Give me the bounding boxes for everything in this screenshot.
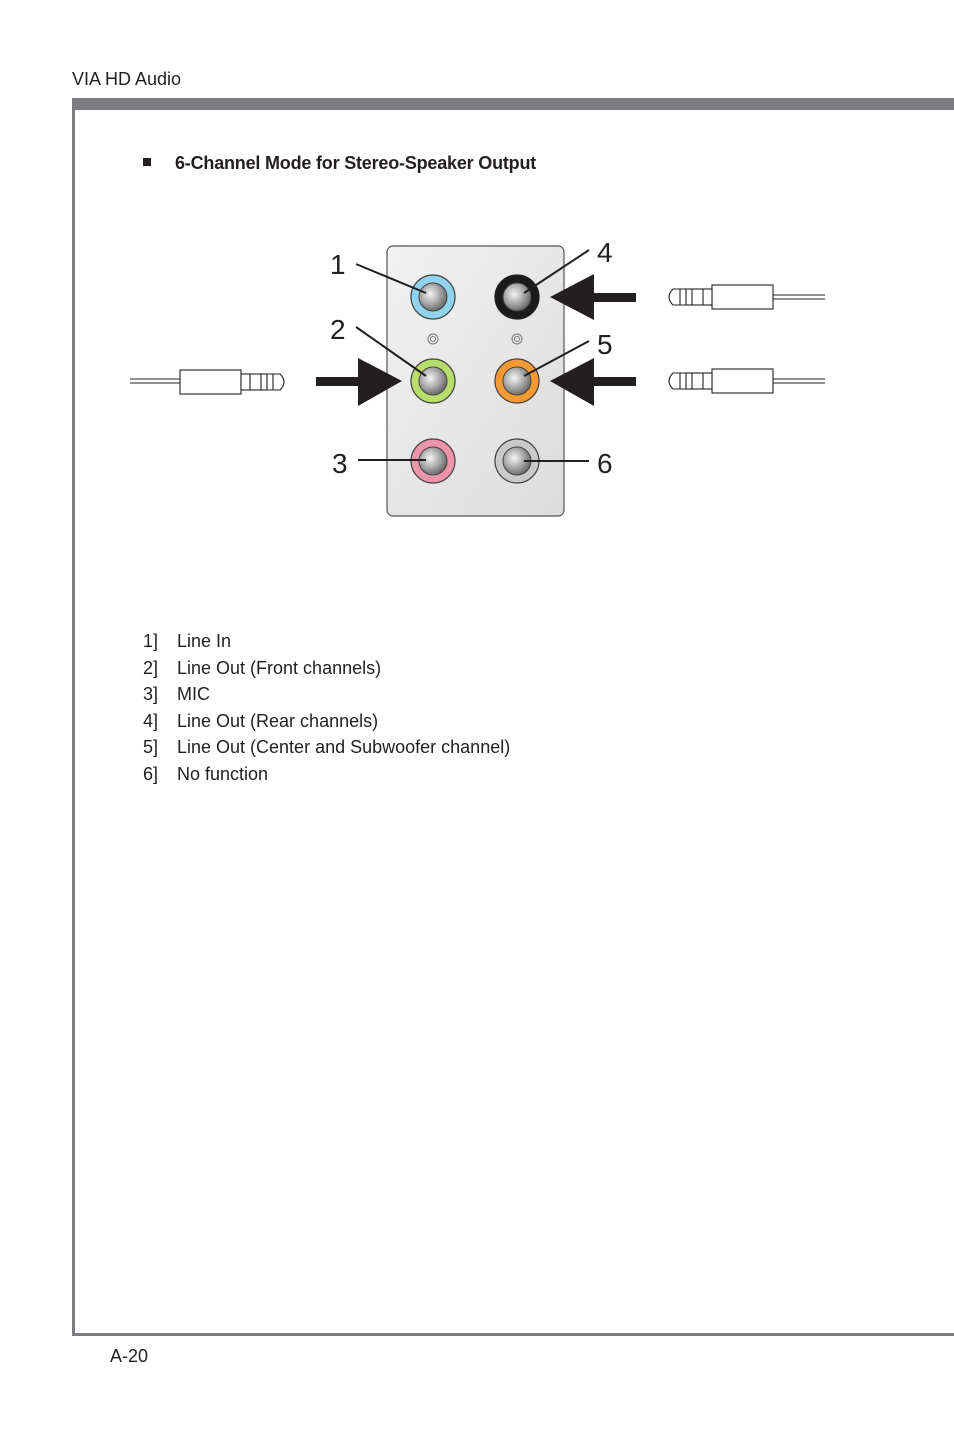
list-label: MIC bbox=[177, 684, 210, 705]
list-label: Line Out (Front channels) bbox=[177, 657, 382, 678]
jack-mic bbox=[410, 438, 456, 484]
jack-line-in bbox=[410, 274, 456, 320]
header-bar bbox=[72, 98, 954, 110]
ring-mark-icon bbox=[511, 333, 523, 345]
list-number: 3] bbox=[143, 684, 159, 705]
callout-5: 5 bbox=[597, 329, 613, 360]
audio-plug-icon bbox=[130, 369, 285, 395]
page-number: A-20 bbox=[110, 1346, 149, 1366]
callout-4: 4 bbox=[597, 237, 613, 268]
audio-plug-icon bbox=[668, 368, 825, 394]
list-label: Line Out (Center and Subwoofer channel) bbox=[177, 737, 511, 758]
list-item: 6] No function bbox=[143, 761, 510, 788]
list-number: 4] bbox=[143, 710, 159, 731]
list-item: 3] MIC bbox=[143, 681, 510, 708]
section-heading: 6-Channel Mode for Stereo-Speaker Output bbox=[143, 153, 536, 174]
jack-center-sub-out bbox=[494, 358, 540, 404]
left-border bbox=[72, 98, 75, 1336]
list-label: Line Out (Rear channels) bbox=[177, 710, 379, 731]
list-item: 4] Line Out (Rear channels) bbox=[143, 708, 510, 735]
arrow-left-icon bbox=[550, 358, 636, 406]
bottom-border bbox=[72, 1333, 954, 1336]
list-item: 5] Line Out (Center and Subwoofer channel… bbox=[143, 734, 510, 761]
jack-no-function bbox=[494, 438, 540, 484]
list-number: 2] bbox=[143, 657, 159, 678]
callout-2: 2 bbox=[330, 314, 346, 345]
jack-front-out bbox=[410, 358, 456, 404]
list-label: Line In bbox=[177, 631, 232, 651]
audio-jack-diagram: 1 2 3 4 5 6 bbox=[130, 237, 825, 517]
square-bullet-icon bbox=[143, 158, 151, 167]
audio-plug-icon bbox=[668, 284, 825, 310]
arrow-left-icon bbox=[550, 274, 636, 320]
callout-1: 1 bbox=[330, 249, 346, 280]
list-number: 6] bbox=[143, 763, 159, 784]
list-number: 1] bbox=[143, 631, 159, 651]
callout-6: 6 bbox=[597, 448, 613, 479]
running-header: VIA HD Audio bbox=[72, 69, 182, 89]
list-number: 5] bbox=[143, 737, 159, 758]
callout-lines bbox=[355, 249, 590, 462]
list-item: 1] Line In bbox=[143, 628, 510, 655]
jack-rear-out bbox=[494, 274, 540, 320]
callout-3: 3 bbox=[332, 448, 348, 479]
list-item: 2] Line Out (Front channels) bbox=[143, 655, 510, 682]
ring-mark-icon bbox=[427, 333, 439, 345]
section-heading-text: 6-Channel Mode for Stereo-Speaker Output bbox=[175, 153, 537, 173]
jack-legend: 1] Line In 2] Line Out (Front channels) 3]… bbox=[143, 628, 510, 788]
arrow-right-icon bbox=[316, 358, 402, 406]
list-label: No function bbox=[177, 763, 269, 784]
